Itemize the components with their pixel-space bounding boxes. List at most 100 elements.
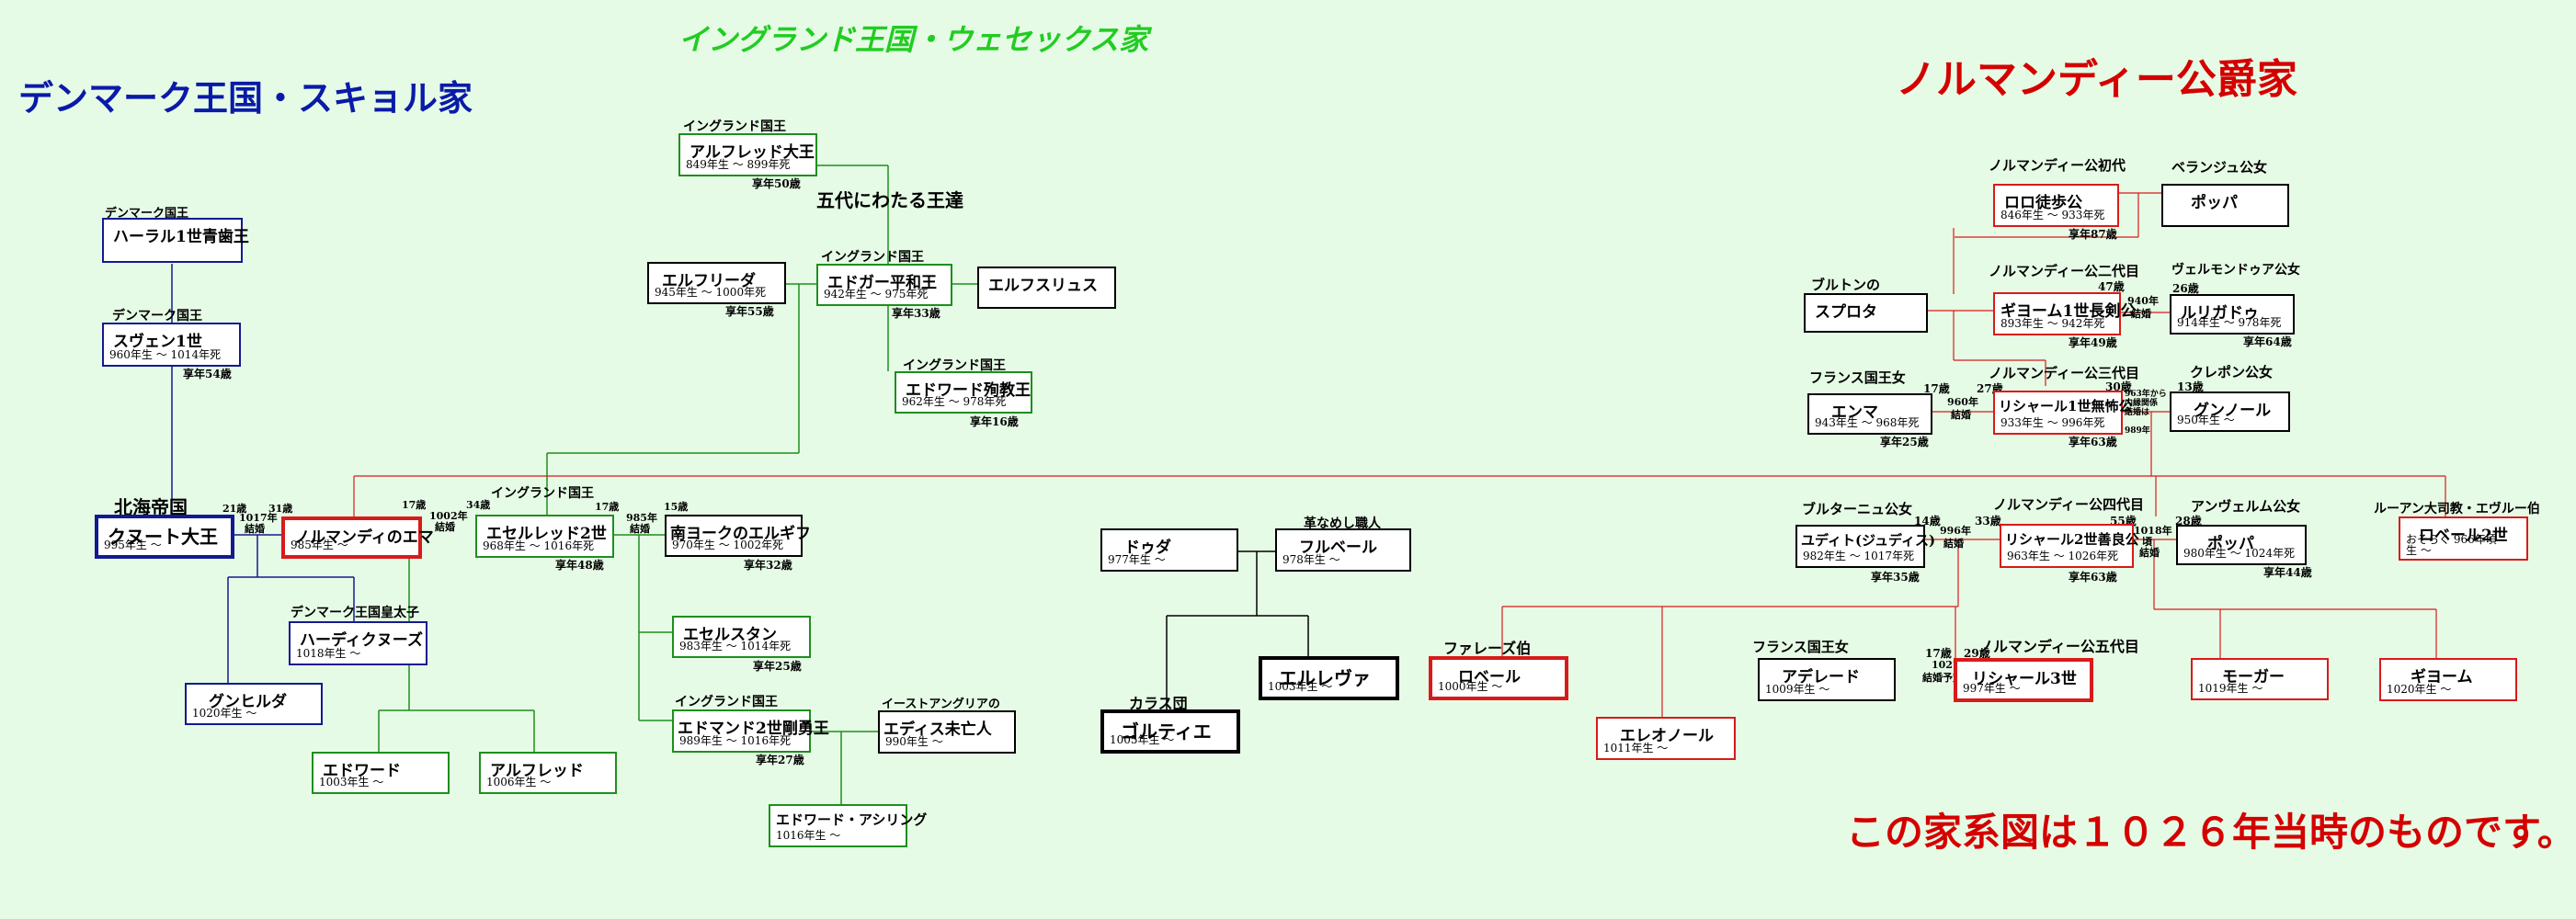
duda-name: ドゥダ [1124, 539, 1171, 557]
emma-normandy-name: ノルマンディのエマ [294, 528, 434, 547]
five-kings-label: 五代にわたる王達 [816, 189, 963, 211]
person-ealdgyth: エディス未亡人 990年生 ～ [878, 710, 1016, 754]
edward-child-name: エドワード [323, 762, 401, 780]
normandy-house-title: ノルマンディー公爵家 [1896, 56, 2297, 103]
richard1-dates: 933年生 ～ 996年死 [2000, 416, 2105, 429]
mauger-name: モーガー [2222, 668, 2285, 686]
person-emma-france: エンマ 943年生 ～ 968年死 [1807, 393, 1932, 435]
person-athelstan: エセルスタン 983年生 ～ 1014年死 [672, 616, 811, 658]
fulbert-dates: 978年生 ～ [1282, 553, 1340, 566]
person-gortier: ゴルティエ 1005年生 ～ [1100, 709, 1240, 754]
person-richard2: リシャール2世善良公 963年生 ～ 1026年死 [2000, 524, 2138, 568]
liutgarde-age: 享年64歳 [2243, 335, 2292, 348]
edmund-age: 享年27歳 [756, 754, 804, 766]
annot-kekkon-6: 結婚 [1943, 538, 1964, 550]
eleanor-name: エレオノール [1620, 727, 1714, 745]
william1-name: ギヨーム1世長剣公 [2000, 302, 2137, 321]
edward-child-dates: 1003年生 ～ [319, 776, 384, 789]
edgar-name: エドガー平和王 [827, 274, 937, 292]
elgifu-dates: 970年生 ～ 1002年死 [672, 539, 784, 551]
richard2-role: ノルマンディー公四代目 [1993, 496, 2144, 513]
normandy-lines [353, 192, 2446, 717]
annot-kekkon-5: 結婚 [1951, 409, 1971, 421]
person-sven: スヴェン1世 960年生 ～ 1014年死 [102, 323, 241, 367]
ethelred-name: エセルレッド2世 [486, 525, 607, 543]
person-herleva: エルレヴァ 1003年生 ～ [1259, 656, 1399, 700]
robert-falaise-dates: 1000年生 ～ [1438, 680, 1503, 693]
annot-31: 31歳 [268, 503, 293, 515]
alfred-aetheling-dates: 1006年生 ～ [486, 776, 552, 789]
gunnor-role: クレポン公女 [2190, 364, 2274, 380]
rollo-name: ロロ徒歩公 [2004, 194, 2082, 212]
annot-989: 989年 [2125, 426, 2150, 436]
robert-arch-dates: おそらく 966年頃生 ～ [2406, 533, 2497, 557]
annot-17b: 17歳 [595, 501, 620, 513]
edward-exile-dates: 1016年生 ～ [776, 829, 841, 842]
annot-1018b: 頃 [2142, 536, 2152, 548]
person-william-arques: ギヨーム 1020年生 ～ [2379, 658, 2517, 701]
harald-name: ハーラル1世青歯王 [113, 228, 249, 246]
poppa1-role: ベランジュ公女 [2171, 159, 2267, 176]
annot-13: 13歳 [2177, 380, 2204, 393]
alfred-aetheling-name: アルフレッド [490, 762, 584, 780]
alfred-great-dates: 849年生 ～ 899年死 [686, 158, 791, 171]
edward-martyr-name: エドワード殉教王 [906, 381, 1031, 400]
sprota-role: ブルトンの [1811, 277, 1881, 293]
annot-kekkon-7: 結婚 [2139, 547, 2160, 559]
edward-exile-name: エドワード・アシリング [776, 811, 928, 828]
richard3-dates: 997年生 ～ [1963, 682, 2021, 695]
elfrida-age: 享年55歳 [725, 305, 774, 318]
person-gunhilda: グンヒルダ 1020年生 ～ [185, 683, 323, 725]
person-robert-falaise: ロベール 1000年生 ～ [1429, 656, 1568, 700]
poppa2-role: アンヴェルム公女 [2191, 498, 2301, 515]
edgar-role: イングランド国王 [821, 250, 924, 265]
elgifu-name: 南ヨークのエルギフ [670, 525, 811, 543]
ealdgyth-name: エディス未亡人 [883, 720, 992, 739]
edmund-dates: 989年生 ～ 1016年死 [679, 734, 792, 747]
person-alfred-great: アルフレッド大王 849年生 ～ 899年死 [678, 133, 817, 176]
commoner-lines [1166, 550, 1309, 709]
herleva-dates: 1003年生 ～ [1268, 680, 1333, 693]
cnut-name: クヌート大王 [108, 526, 218, 548]
adele-name: アデレード [1782, 668, 1860, 686]
person-edward-martyr: エドワード殉教王 962年生 ～ 978年死 [895, 371, 1032, 414]
liutgarde-dates: 914年生 ～ 978年死 [2177, 316, 2282, 329]
person-edward-exile: エドワード・アシリング 1016年生 ～ [769, 804, 927, 847]
alfred-great-age: 享年50歳 [752, 177, 801, 190]
ealdgyth-dates: 990年生 ～ [885, 735, 943, 748]
person-emma-normandy: ノルマンディのエマ 985年生 ～ [281, 516, 434, 559]
poppa2-dates: 980年生 ～ 1024年死 [2183, 547, 2296, 560]
edmund-name: エドマンド2世剛勇王 [678, 720, 829, 738]
annot-26: 26歳 [2172, 282, 2199, 295]
annot-47: 47歳 [2098, 280, 2125, 293]
person-aelfswith: エルフスリュス [977, 267, 1116, 309]
annot-960: 960年 [1947, 396, 1978, 408]
gortier-role: カラス団 [1129, 695, 1188, 712]
sven-name: スヴェン1世 [113, 333, 202, 351]
footnote: この家系図は１０２６年当時のものです。 [1846, 810, 2576, 855]
person-sprota: スプロタ [1804, 293, 1928, 333]
richard2-name: リシャール2世善良公 [2005, 531, 2139, 548]
ealdgyth-role: イーストアングリアの [882, 698, 1000, 711]
annot-1018: 1018年 [2134, 525, 2172, 537]
annot-34: 34歳 [466, 499, 491, 511]
edward-martyr-role: イングランド国王 [903, 358, 1006, 373]
fulbert-role: 革なめし職人 [1304, 516, 1381, 531]
annot-17a: 17歳 [402, 499, 427, 511]
annot-963c: 結婚は [2125, 408, 2150, 417]
sven-age: 享年54歳 [183, 368, 232, 380]
denmark-lines [171, 264, 355, 683]
annot-29: 29歳 [1964, 647, 1990, 660]
edward-martyr-dates: 962年生 ～ 978年死 [902, 395, 1007, 408]
gunhilda-dates: 1020年生 ～ [192, 707, 257, 720]
richard3-name: リシャール3世 [1972, 670, 2077, 688]
elfrida-dates: 945年生 ～ 1000年死 [655, 286, 767, 299]
eleanor-dates: 1011年生 ～ [1603, 742, 1669, 754]
annot-kekkon-4: 結婚 [2131, 308, 2151, 320]
robert-arch-name: ロベール2世 [2419, 527, 2508, 545]
person-duda: ドゥダ 977年生 ～ [1100, 528, 1238, 572]
person-adele: アデレード 1009年生 ～ [1758, 658, 1896, 701]
judith-age: 享年35歳 [1871, 571, 1920, 584]
person-harald: ハーラル1世青歯王 [102, 218, 249, 263]
